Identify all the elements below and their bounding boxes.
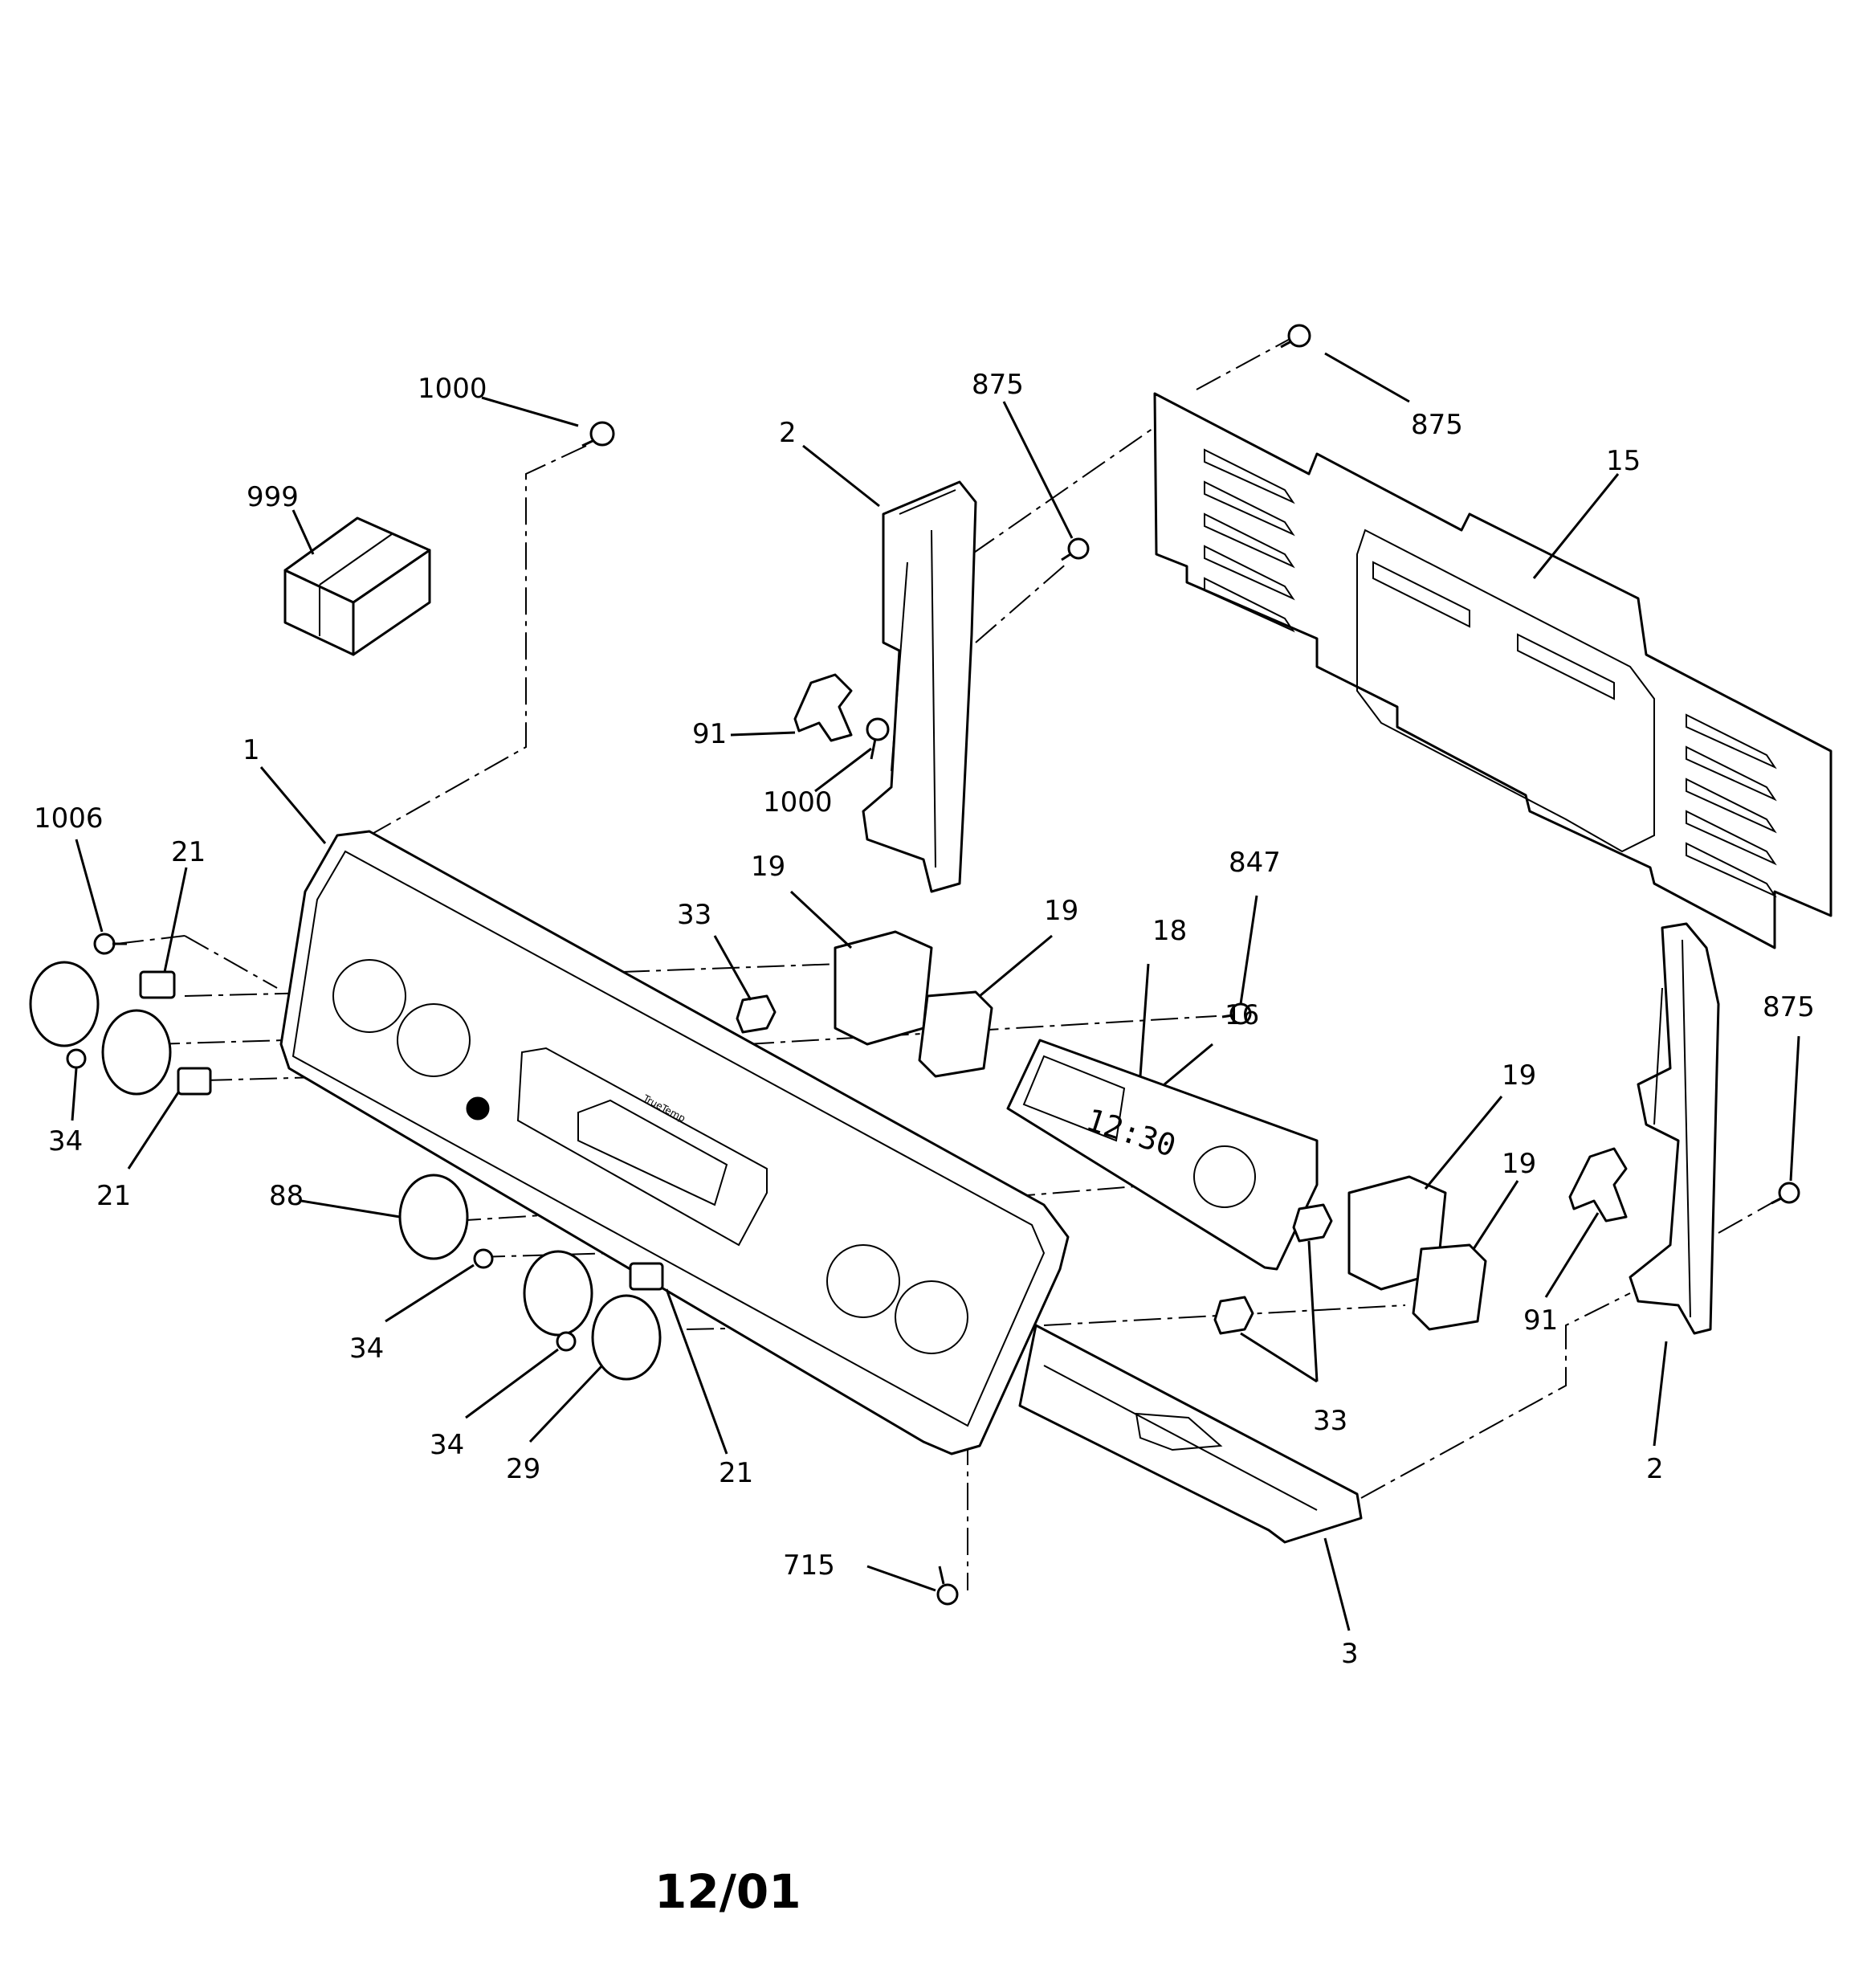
callout-34-left: 34	[48, 1125, 83, 1157]
part-34-spring-a	[66, 1048, 87, 1069]
part-29-knob	[591, 1294, 662, 1381]
callout-34-middle: 34	[349, 1333, 384, 1365]
callout-29: 29	[506, 1453, 540, 1485]
part-15-back-panel	[1153, 392, 1832, 949]
part-34-spring-b	[473, 1248, 494, 1269]
knob-lower-a	[523, 1250, 593, 1337]
part-19-switch-d	[1412, 1243, 1487, 1331]
callout-1000-top: 1000	[418, 373, 487, 405]
screw-875-bracket	[1061, 537, 1090, 561]
callout-21-upper: 21	[171, 836, 206, 868]
part-999-carton	[283, 516, 431, 656]
date-code: 12/01	[654, 1864, 801, 1919]
part-34-springs	[66, 1048, 577, 1352]
knob-upper-left-b	[101, 1009, 172, 1096]
part-19-switch-a	[834, 930, 933, 1046]
screw-1006	[93, 933, 127, 955]
callout-715: 715	[783, 1549, 835, 1582]
part-33-small-switch-a	[736, 994, 777, 1034]
part-91-clip-lower	[1568, 1147, 1628, 1223]
part-33-small-switch-c	[1213, 1296, 1254, 1335]
callout-2-upper: 2	[779, 417, 797, 449]
callout-19-c: 19	[1502, 1059, 1536, 1092]
callout-19-a: 19	[751, 851, 785, 883]
callout-16: 16	[1225, 999, 1259, 1031]
callout-1006: 1006	[34, 802, 104, 835]
part-3-bottom-trim	[1018, 1324, 1363, 1544]
louver-slots-right	[1686, 713, 1777, 898]
callout-33-left: 33	[677, 899, 711, 931]
callout-21-left: 21	[96, 1180, 131, 1212]
callout-875-top: 875	[972, 369, 1024, 401]
screw-715	[936, 1565, 959, 1606]
part-33-small-switch-b	[1292, 1203, 1333, 1243]
part-1-control-panel: TrueTemp	[279, 830, 1070, 1455]
part-2-lower-side-bracket	[1629, 922, 1720, 1335]
knob-upper-left-a	[29, 961, 100, 1047]
callout-847: 847	[1229, 847, 1281, 879]
screw-1000-top	[581, 421, 615, 447]
part-21-rocker-c	[629, 1262, 664, 1291]
screws	[93, 324, 1800, 1606]
part-91-clip-upper	[793, 673, 853, 742]
callout-88: 88	[269, 1180, 304, 1212]
callout-2-lower: 2	[1646, 1453, 1664, 1485]
callout-875-top-right: 875	[1411, 409, 1463, 441]
callout-34-lower: 34	[430, 1429, 464, 1461]
screw-875-top-right	[1280, 324, 1311, 349]
part-19-switch-b	[918, 990, 993, 1078]
screw-875-right	[1771, 1182, 1800, 1205]
callout-15: 15	[1606, 445, 1641, 477]
callout-1: 1	[243, 734, 260, 766]
callout-labels: 1000 999 2 875 875 15 91 1000 1 1006 21 …	[34, 369, 1815, 1670]
callout-18: 18	[1152, 915, 1187, 947]
callout-21-lower: 21	[719, 1457, 753, 1489]
callout-91-lower: 91	[1523, 1304, 1558, 1337]
louver-slots-left	[1204, 448, 1295, 633]
callout-33-right: 33	[1313, 1405, 1347, 1437]
callout-19-b: 19	[1044, 895, 1078, 927]
part-34-spring-c	[556, 1331, 577, 1352]
callout-1000-bracket: 1000	[763, 786, 833, 818]
callout-999: 999	[247, 481, 299, 513]
part-21-rocker-a	[139, 970, 176, 999]
knobs	[29, 961, 662, 1381]
screw-1000-bracket	[866, 717, 890, 760]
part-21-rocker-b	[177, 1067, 212, 1096]
part-2-upper-side-bracket	[862, 480, 977, 893]
callout-19-d: 19	[1502, 1148, 1536, 1180]
part-16-display-board: 12:30	[1006, 1039, 1319, 1271]
panel-dials	[332, 959, 968, 1354]
leader-lines	[71, 352, 1800, 1631]
callout-3: 3	[1341, 1638, 1359, 1670]
callout-875-right: 875	[1763, 991, 1815, 1023]
part-88-knob	[398, 1174, 469, 1260]
callout-91-upper: 91	[692, 718, 727, 750]
